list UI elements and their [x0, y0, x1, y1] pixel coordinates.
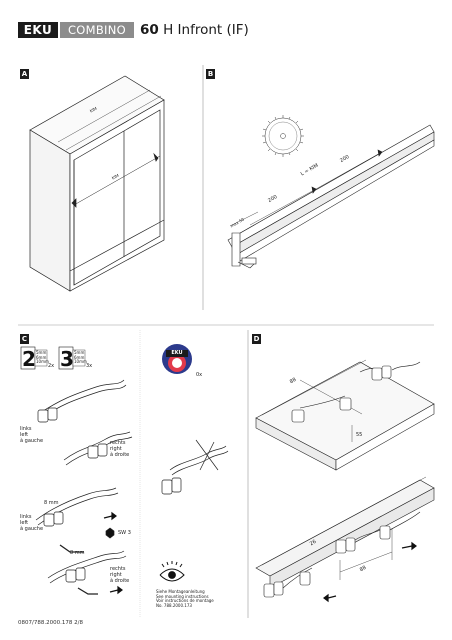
- step-3-tile-text: 5mm 6mm 10mm: [74, 350, 87, 365]
- eye-icon: [159, 561, 185, 582]
- rail-assembly-top: [255, 359, 435, 471]
- connector-illustrations: [35, 379, 133, 595]
- product-logo-combino: COMBINO: [60, 22, 134, 38]
- label-left-1: links left à gauche: [20, 426, 44, 444]
- step-number-3: 3: [60, 347, 74, 371]
- page-title: 60 H Infront (IF): [140, 21, 249, 39]
- badge-brand: EKU: [171, 350, 183, 356]
- instructions-note: Siehe Montageanleitung See mounting inst…: [156, 589, 214, 608]
- step-3-count: 3x: [86, 363, 93, 369]
- panel-label-c: C: [20, 334, 29, 344]
- step-2-count: 2x: [48, 363, 55, 369]
- rail-profile-illustration: [227, 124, 435, 269]
- step-2-tile-text: 5mm 6mm 10mm: [36, 350, 49, 365]
- label-right-1: rechts right à droite: [110, 440, 130, 458]
- crossed-out-connector: [161, 439, 229, 495]
- label-right-2: rechts right à droite: [110, 566, 130, 584]
- d-direction-arrows: [323, 541, 417, 603]
- hex-key-icon: [105, 527, 115, 539]
- panel-label-a: A: [20, 69, 29, 79]
- saw-blade-illustration: [262, 115, 304, 157]
- step-tiles: [20, 346, 86, 370]
- footer-code: 0807/788.2000.178 2/8: [18, 620, 83, 626]
- model-name: H Infront (IF): [163, 22, 249, 38]
- cabinet-illustration: [29, 75, 165, 292]
- panel-label-b: B: [206, 69, 215, 79]
- dim-8mm-top: 8 mm: [44, 500, 59, 506]
- dim-d-55: 55: [356, 432, 363, 438]
- panel-label-d: D: [252, 334, 261, 344]
- rail-assembly-bottom: [255, 476, 435, 598]
- label-left-2: links left à gauche: [20, 514, 44, 532]
- eku-round-badge: [162, 344, 192, 374]
- direction-arrows: [103, 511, 123, 595]
- step-number-2: 2: [22, 347, 36, 371]
- model-number: 60: [140, 22, 159, 38]
- dim-8mm-bottom: 8 mm: [70, 550, 85, 556]
- tool-sw3: SW 3: [118, 530, 131, 536]
- brand-logo-eku: EKU: [18, 22, 58, 38]
- badge-count: 0x: [196, 372, 203, 378]
